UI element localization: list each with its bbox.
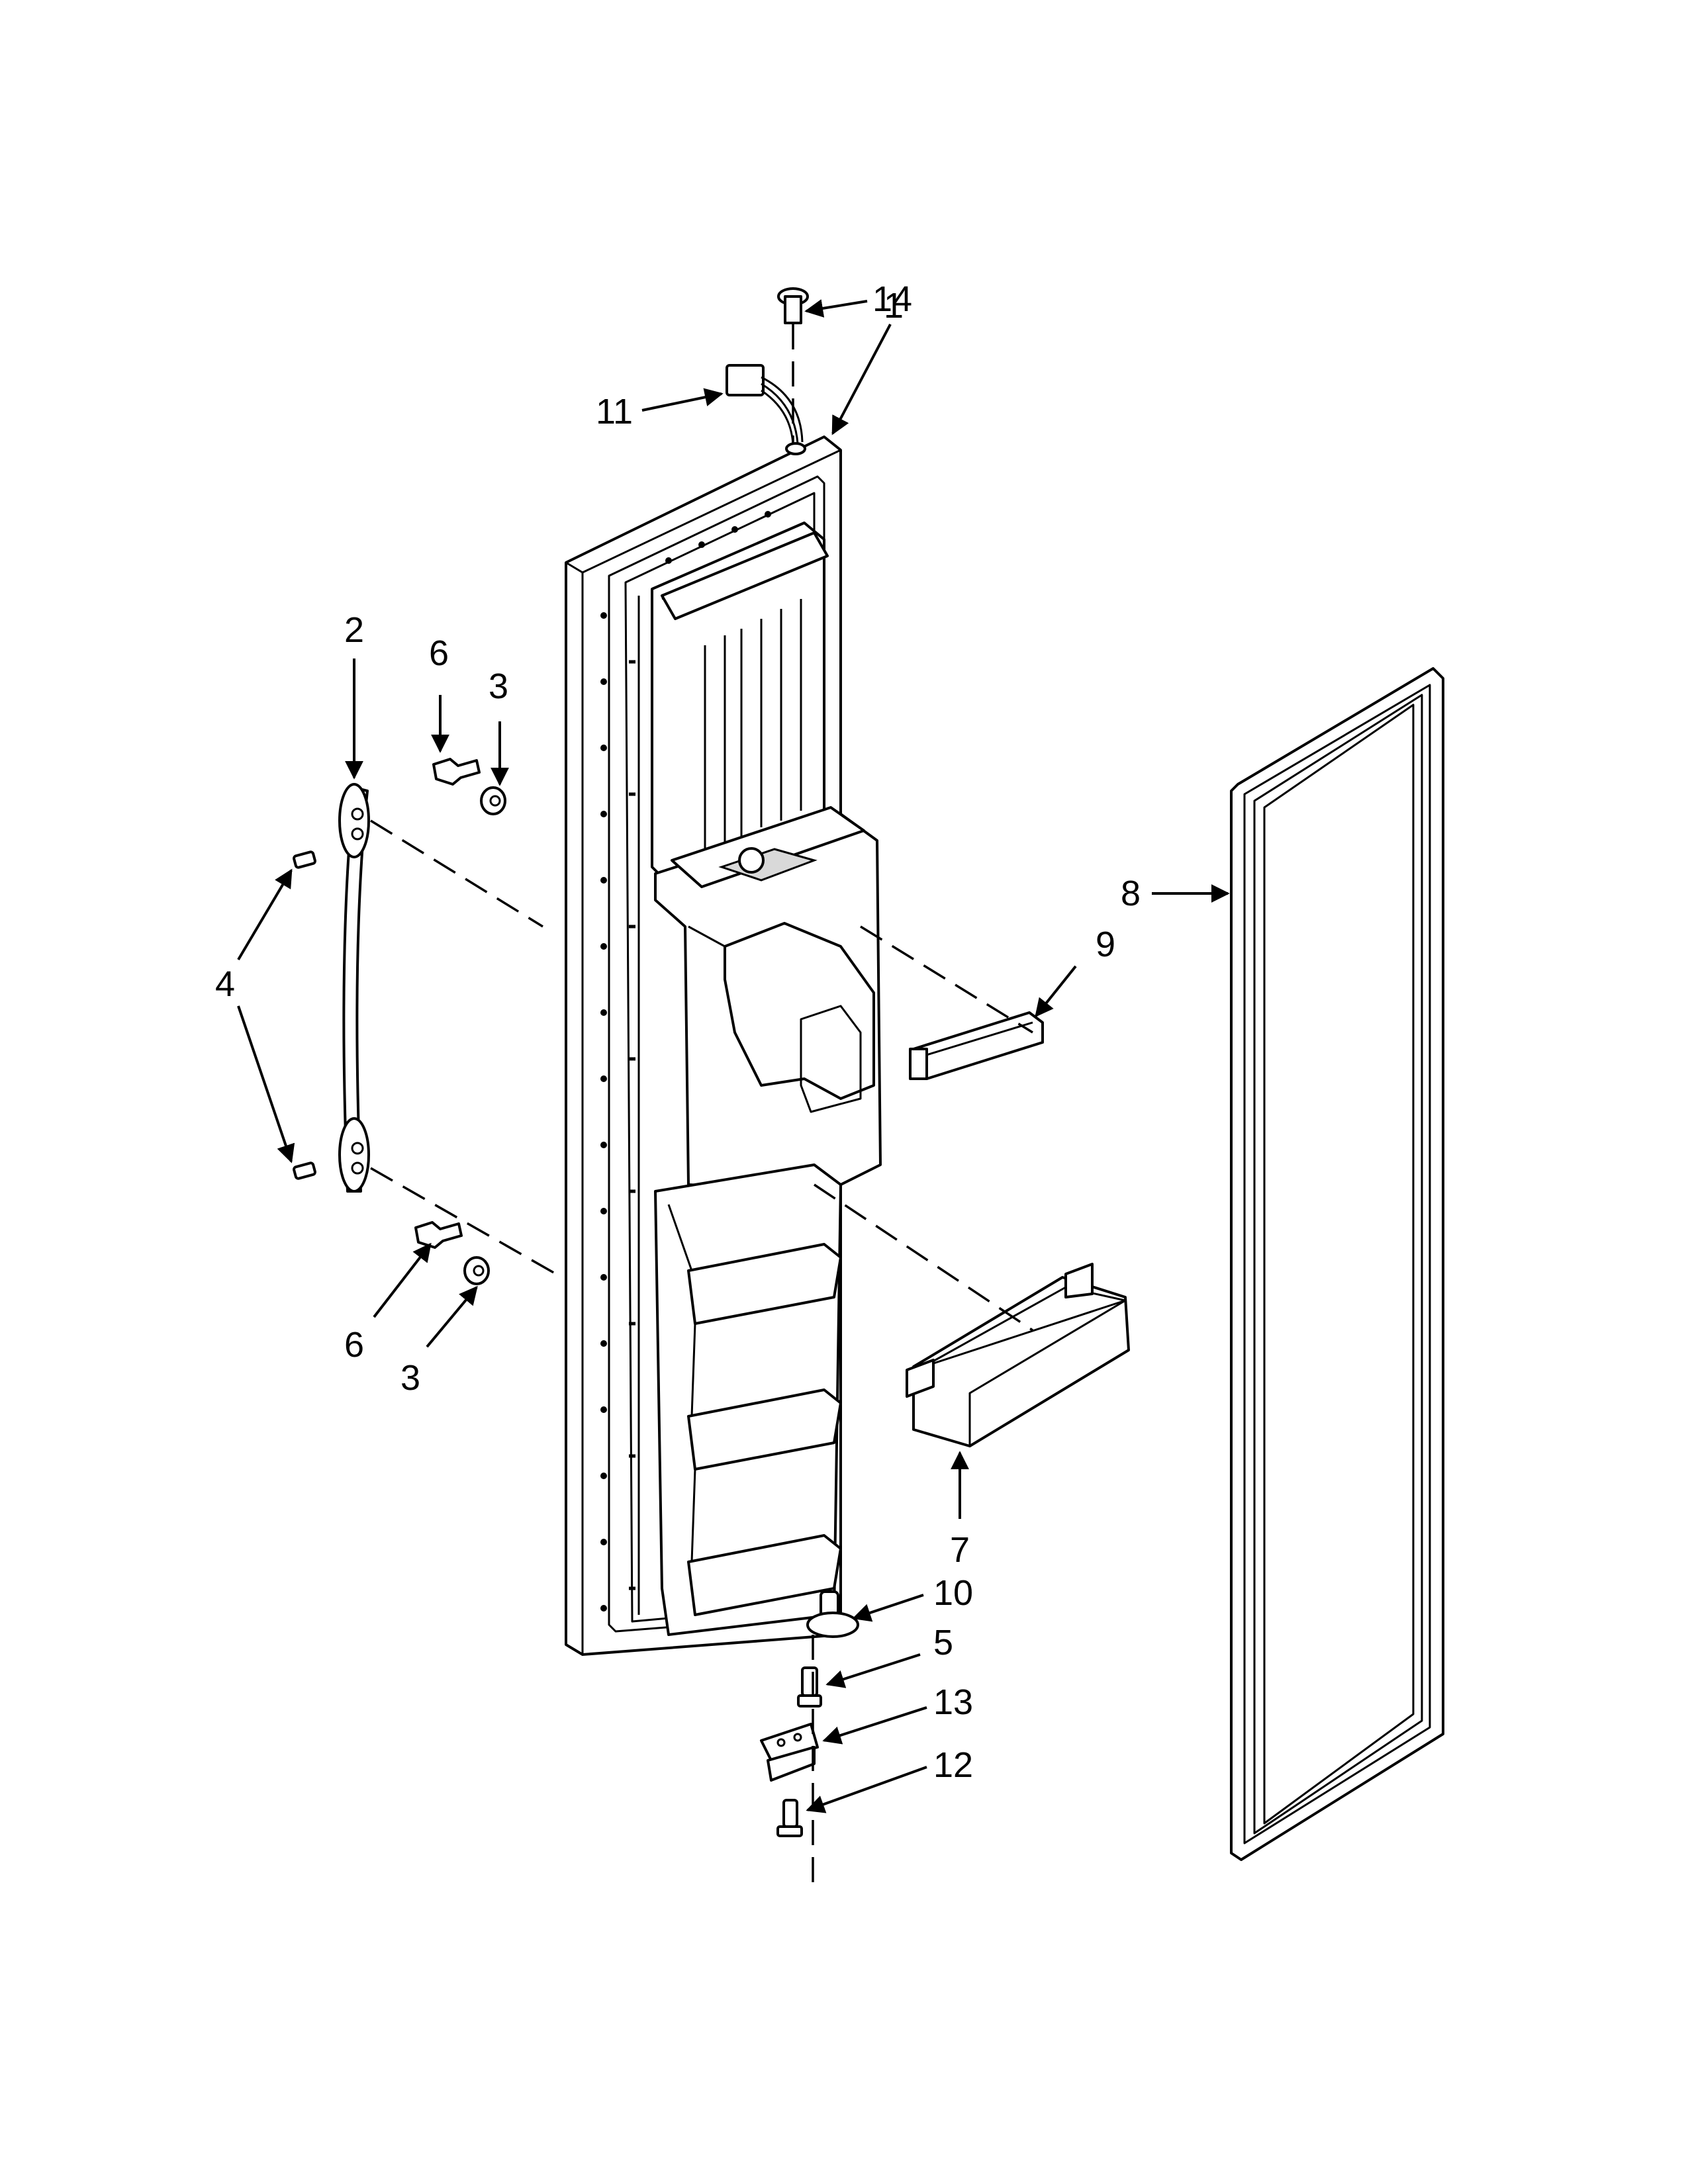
handle-studs <box>293 850 316 1180</box>
door-frame-rivets <box>600 511 771 1612</box>
hinge-bracket <box>760 1723 819 1782</box>
door-handle <box>338 783 370 1193</box>
door-shelf-bins <box>654 1163 842 1636</box>
handle-spacers <box>463 786 506 1285</box>
leader-lines <box>237 299 1230 1813</box>
callout-labels: 14 1 11 2 6 3 4 6 3 8 9 7 10 5 13 12 <box>215 279 1141 1785</box>
assembly-lines <box>370 324 1033 1893</box>
door-gasket <box>1230 667 1444 1861</box>
callout-3-bottom: 3 <box>400 1358 420 1398</box>
door-bin <box>906 1263 1130 1447</box>
callout-9: 9 <box>1096 925 1115 964</box>
ice-chute-housing <box>651 522 829 882</box>
handle-screws <box>414 758 481 1249</box>
callout-10: 10 <box>933 1573 973 1613</box>
chute-trim-strip <box>909 1011 1044 1080</box>
hinge-pin <box>806 1590 859 1638</box>
callout-13: 13 <box>933 1682 973 1722</box>
callout-12: 12 <box>933 1745 973 1785</box>
callout-5: 5 <box>933 1623 953 1662</box>
door-panel <box>565 435 882 1656</box>
callout-3-top: 3 <box>489 666 508 706</box>
callout-7: 7 <box>950 1530 970 1570</box>
callout-11: 11 <box>596 392 633 432</box>
callout-14: 14 <box>872 279 912 319</box>
hinge-screw <box>797 1666 822 1707</box>
callout-2: 2 <box>344 610 364 650</box>
plug-button <box>777 287 809 324</box>
callout-8: 8 <box>1121 874 1141 913</box>
callout-6-top: 6 <box>429 633 449 673</box>
callout-6-bottom: 6 <box>344 1325 364 1365</box>
bracket-screw <box>776 1799 803 1837</box>
gasket-detail-lines <box>629 596 640 1615</box>
callout-1: 1 <box>884 286 904 326</box>
dispenser-module <box>654 806 882 1193</box>
callout-4: 4 <box>215 964 235 1004</box>
